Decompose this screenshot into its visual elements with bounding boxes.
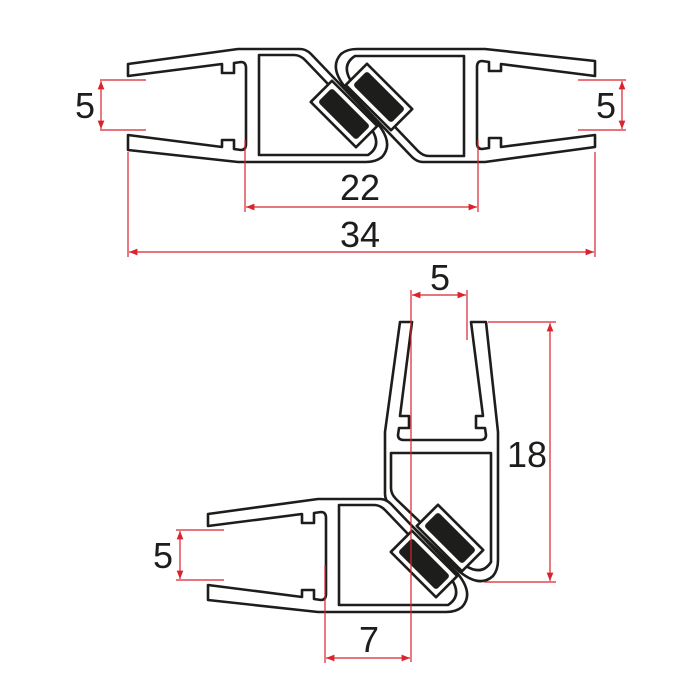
dimension-top-right-opening — [578, 79, 626, 131]
dimension-total-width — [127, 152, 596, 257]
label-top-right-opening: 5 — [596, 85, 616, 126]
label-corner-height: 18 — [507, 434, 547, 475]
dimension-top-left-opening — [97, 79, 146, 131]
dimension-corner-top-opening — [410, 290, 468, 662]
dimension-corner-left-opening — [176, 529, 224, 581]
label-inner-width: 22 — [340, 167, 380, 208]
dimension-inner-width — [244, 140, 479, 212]
label-top-left-opening: 5 — [75, 85, 95, 126]
dimension-corner-offset — [324, 565, 410, 663]
label-total-width: 34 — [340, 214, 380, 255]
dimension-corner-height — [484, 321, 556, 583]
label-corner-offset: 7 — [359, 619, 379, 660]
label-corner-top-opening: 5 — [430, 257, 450, 298]
label-corner-left-opening: 5 — [153, 535, 173, 576]
